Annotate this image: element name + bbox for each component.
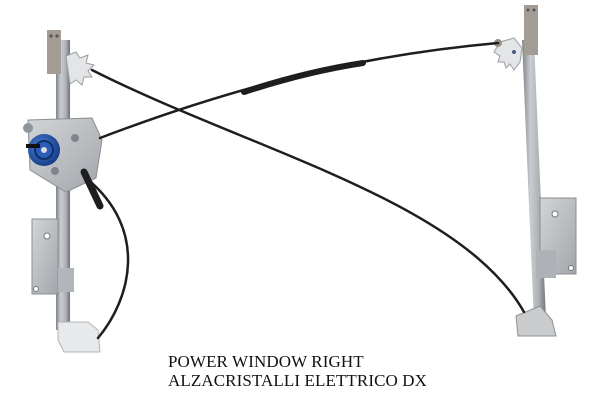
left-rail (23, 30, 103, 353)
caption-line-english: POWER WINDOW RIGHT (168, 352, 364, 371)
product-caption: POWER WINDOW RIGHT ALZACRISTALLI ELETTRI… (168, 352, 427, 390)
right-rail (493, 5, 577, 337)
cables (80, 41, 526, 340)
caption-line-italian: ALZACRISTALLI ELETTRICO DX (168, 371, 428, 390)
